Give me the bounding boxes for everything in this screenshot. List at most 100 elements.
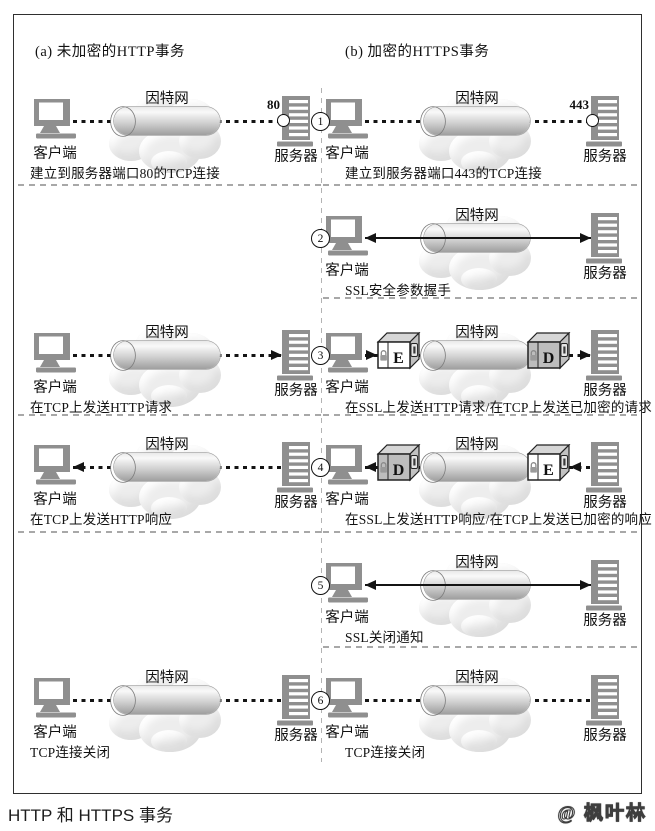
step-number-circle: 3 xyxy=(311,346,330,365)
internet-pipe xyxy=(114,107,220,135)
server-label: 服务器 xyxy=(583,383,627,399)
column-divider xyxy=(321,88,323,762)
server-port-circle xyxy=(586,114,599,127)
server-label: 服务器 xyxy=(274,383,318,399)
internet-pipe xyxy=(114,453,220,481)
internet-label: 因特网 xyxy=(145,325,189,341)
step-caption: 建立到服务器端口80的TCP连接 xyxy=(30,166,220,181)
server-port-circle xyxy=(277,114,290,127)
pipe-end-cap xyxy=(421,453,445,482)
server-label: 服务器 xyxy=(274,149,318,165)
client-label: 客户端 xyxy=(325,263,369,279)
client-label: 客户端 xyxy=(325,146,369,162)
client-label: 客户端 xyxy=(325,492,369,508)
internet-label: 因特网 xyxy=(455,555,499,571)
client-label: 客户端 xyxy=(325,725,369,741)
arrowhead-right xyxy=(366,349,377,360)
row-separator xyxy=(323,414,638,416)
section-a-title: (a) 未加密的HTTP事务 xyxy=(35,44,185,60)
step-number-circle: 5 xyxy=(311,576,330,595)
client-icon xyxy=(324,678,370,718)
step-caption: 在SSL上发送HTTP请求/在TCP上发送已加密的请求 xyxy=(345,400,652,415)
row-separator xyxy=(323,184,638,186)
client-label: 客户端 xyxy=(33,492,77,508)
internet-pipe xyxy=(424,686,530,714)
internet-pipe xyxy=(424,107,530,135)
cloud-lobe xyxy=(151,151,187,173)
server-icon xyxy=(585,442,625,494)
client-icon xyxy=(324,99,370,139)
server-label: 服务器 xyxy=(583,495,627,511)
pipe-end-cap xyxy=(111,453,135,482)
server-icon xyxy=(585,330,625,382)
internet-label: 因特网 xyxy=(145,670,189,686)
internet-pipe xyxy=(424,341,530,369)
client-icon xyxy=(324,333,370,373)
internet-label: 因特网 xyxy=(455,91,499,107)
server-label: 服务器 xyxy=(583,613,627,629)
server-label: 服务器 xyxy=(583,728,627,744)
box-letter: D xyxy=(393,462,405,479)
server-icon xyxy=(276,442,316,494)
client-icon xyxy=(32,333,78,373)
client-icon xyxy=(32,445,78,485)
server-label: 服务器 xyxy=(583,266,627,282)
cloud-lobe xyxy=(151,497,187,519)
box-letter: D xyxy=(543,350,555,367)
box-letter: E xyxy=(393,350,404,367)
internet-label: 因特网 xyxy=(455,437,499,453)
pipe-end-cap xyxy=(421,341,445,370)
server-port-number: 80 xyxy=(267,97,280,112)
server-label: 服务器 xyxy=(274,495,318,511)
row-separator xyxy=(323,646,638,648)
encryption-box: E xyxy=(526,443,572,482)
server-icon xyxy=(276,330,316,382)
step-caption: TCP连接关闭 xyxy=(30,745,111,760)
internet-pipe xyxy=(114,341,220,369)
server-icon xyxy=(585,213,625,265)
step-caption: 在TCP上发送HTTP请求 xyxy=(30,400,173,415)
client-label: 客户端 xyxy=(33,146,77,162)
arrowhead-left xyxy=(365,579,376,590)
internet-label: 因特网 xyxy=(145,91,189,107)
step-number-circle: 2 xyxy=(311,229,330,248)
client-label: 客户端 xyxy=(325,380,369,396)
server-port-number: 443 xyxy=(569,97,590,112)
connection-line-solid xyxy=(365,237,591,240)
step-caption: 在TCP上发送HTTP响应 xyxy=(30,512,173,527)
client-label: 客户端 xyxy=(33,725,77,741)
decryption-box: D xyxy=(526,331,572,370)
box-letter: E xyxy=(543,462,554,479)
pipe-end-cap xyxy=(111,341,135,370)
cloud-lobe xyxy=(151,730,187,752)
server-icon xyxy=(276,675,316,727)
step-caption: 建立到服务器端口443的TCP连接 xyxy=(345,166,542,181)
arrowhead-left xyxy=(365,232,376,243)
row-separator xyxy=(323,531,638,533)
client-icon xyxy=(324,445,370,485)
client-icon xyxy=(32,99,78,139)
figure-caption: HTTP 和 HTTPS 事务 xyxy=(8,806,173,825)
arrowhead-left xyxy=(73,461,84,472)
cloud-lobe xyxy=(461,268,497,290)
client-label: 客户端 xyxy=(33,380,77,396)
arrowhead-left xyxy=(365,461,376,472)
arrowhead-right xyxy=(580,579,591,590)
internet-label: 因特网 xyxy=(145,437,189,453)
cloud-lobe xyxy=(461,151,497,173)
server-label: 服务器 xyxy=(583,149,627,165)
internet-pipe xyxy=(114,686,220,714)
step-number-circle: 1 xyxy=(311,112,330,131)
row-separator xyxy=(18,531,321,533)
cloud-lobe xyxy=(461,497,497,519)
internet-pipe xyxy=(424,453,530,481)
pipe-end-cap xyxy=(421,686,445,715)
cloud-lobe xyxy=(461,615,497,637)
section-b-title: (b) 加密的HTTPS事务 xyxy=(345,44,490,60)
row-separator xyxy=(323,297,638,299)
internet-label: 因特网 xyxy=(455,208,499,224)
step-caption: SSL安全参数握手 xyxy=(345,283,452,298)
watermark: @ 枫叶林 xyxy=(557,802,647,824)
